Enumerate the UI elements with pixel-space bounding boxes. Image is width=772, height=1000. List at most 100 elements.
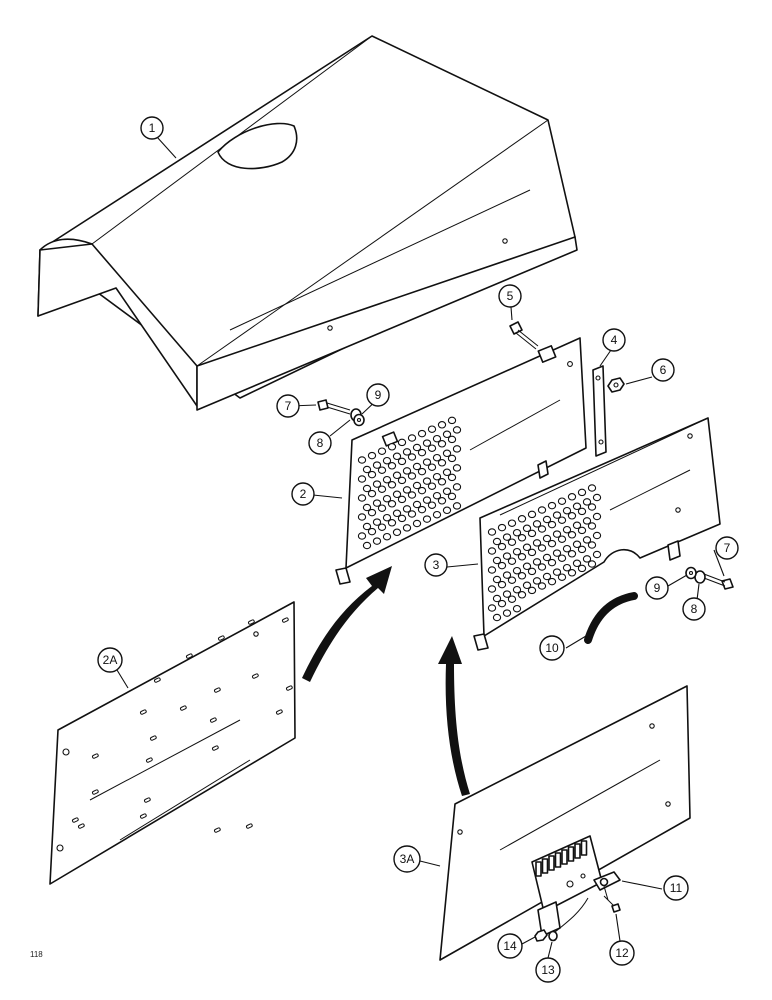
perforation-hole	[567, 550, 577, 558]
svg-text:11: 11	[670, 881, 683, 895]
perforation-hole	[382, 475, 392, 484]
perforation-hole	[487, 585, 497, 593]
panel-slot	[209, 717, 217, 723]
perforation-hole	[382, 532, 392, 541]
perforation-hole	[387, 500, 397, 508]
perforation-hole	[542, 572, 552, 581]
svg-text:4: 4	[611, 333, 618, 347]
perforation-hole	[542, 553, 552, 562]
perforation-hole	[537, 525, 547, 533]
latch-washer-part	[548, 930, 558, 942]
panel-2a-slots	[71, 617, 293, 833]
perforation-hole	[587, 484, 597, 492]
perforation-hole	[437, 497, 447, 505]
perforation-hole	[452, 502, 462, 510]
perforation-hole	[417, 486, 427, 495]
perforation-hole	[552, 511, 562, 519]
panel-slot	[143, 797, 151, 803]
perforation-hole	[557, 535, 567, 543]
perforation-hole	[582, 517, 592, 525]
perforation-hole	[522, 581, 532, 590]
perforation-hole	[437, 478, 447, 486]
hinge-knuckle	[554, 852, 562, 868]
perforation-hole	[442, 506, 452, 515]
perforation-hole	[452, 426, 462, 434]
perforation-hole	[442, 468, 452, 477]
perforation-hole	[542, 515, 552, 524]
perforation-hole	[407, 434, 417, 442]
perforation-hole	[372, 461, 382, 469]
perforation-hole	[417, 448, 427, 457]
perforation-hole	[582, 536, 592, 544]
perforation-hole	[587, 560, 597, 568]
panel-slot	[77, 823, 85, 829]
perforation-hole	[372, 499, 382, 507]
perforation-hole	[547, 539, 557, 548]
callout-latch-screw: 12	[609, 940, 635, 966]
perforation-hole	[592, 550, 602, 559]
svg-text:12: 12	[615, 946, 629, 960]
perforation-hole	[367, 489, 377, 498]
panel-slot	[139, 813, 147, 819]
hinge-knuckle	[561, 849, 568, 865]
perforation-hole	[567, 531, 577, 539]
panel-2a-part	[49, 601, 296, 885]
svg-text:1: 1	[149, 121, 156, 135]
callout-panel-3a: 3A	[393, 845, 421, 873]
perforation-hole	[397, 457, 407, 466]
perforation-hole	[447, 416, 457, 425]
strap-part	[592, 365, 607, 457]
perforation-hole	[447, 435, 457, 444]
perforation-hole	[392, 471, 402, 480]
perforation-hole	[377, 504, 387, 512]
perforation-hole	[592, 512, 602, 521]
perforation-hole	[517, 553, 527, 561]
perforation-hole	[362, 503, 372, 512]
panel-slot	[149, 735, 157, 741]
perforation-hole	[367, 508, 377, 517]
perforation-hole	[372, 480, 382, 488]
perforation-hole	[412, 519, 422, 528]
svg-text:7: 7	[724, 541, 731, 555]
perforation-hole	[417, 505, 427, 514]
perforation-hole	[397, 514, 407, 523]
perforation-hole	[412, 481, 422, 490]
perforation-hole	[442, 487, 452, 496]
callout-washer-left: 9	[366, 383, 390, 407]
perforation-hole	[432, 434, 442, 443]
perforation-hole	[492, 613, 502, 622]
perforation-hole	[567, 493, 577, 501]
svg-text:8: 8	[691, 602, 698, 616]
perforation-hole	[487, 604, 497, 612]
perforation-hole	[592, 531, 602, 540]
panel-slot	[251, 673, 259, 679]
callout-bolt-left: 7	[276, 394, 300, 418]
panel-slot	[179, 705, 187, 711]
washer-right-part	[685, 566, 697, 580]
perforation-hole	[517, 572, 527, 580]
perforation-hole	[517, 515, 527, 523]
panel-slot	[145, 757, 153, 763]
perforation-hole	[537, 544, 547, 552]
perforation-hole	[387, 443, 397, 451]
perforation-hole	[522, 562, 532, 571]
perforation-hole	[432, 453, 442, 462]
callout-strap: 4	[602, 328, 626, 352]
perforation-hole	[567, 569, 577, 577]
perforation-hole	[397, 438, 407, 447]
perforation-hole	[407, 453, 417, 461]
svg-text:3A: 3A	[400, 852, 415, 866]
panel-slot	[281, 617, 289, 623]
perforation-hole	[487, 566, 497, 574]
panel-slot	[153, 677, 161, 683]
panel-slot	[213, 827, 221, 833]
perforation-hole	[442, 430, 452, 439]
hinge-knuckle	[535, 861, 542, 877]
perforation-hole	[492, 556, 502, 565]
svg-text:7: 7	[285, 399, 292, 413]
perforation-hole	[417, 429, 427, 438]
perforation-hole	[367, 527, 377, 536]
perforation-hole	[382, 494, 392, 503]
svg-text:3: 3	[433, 558, 440, 572]
perforation-hole	[372, 537, 382, 545]
